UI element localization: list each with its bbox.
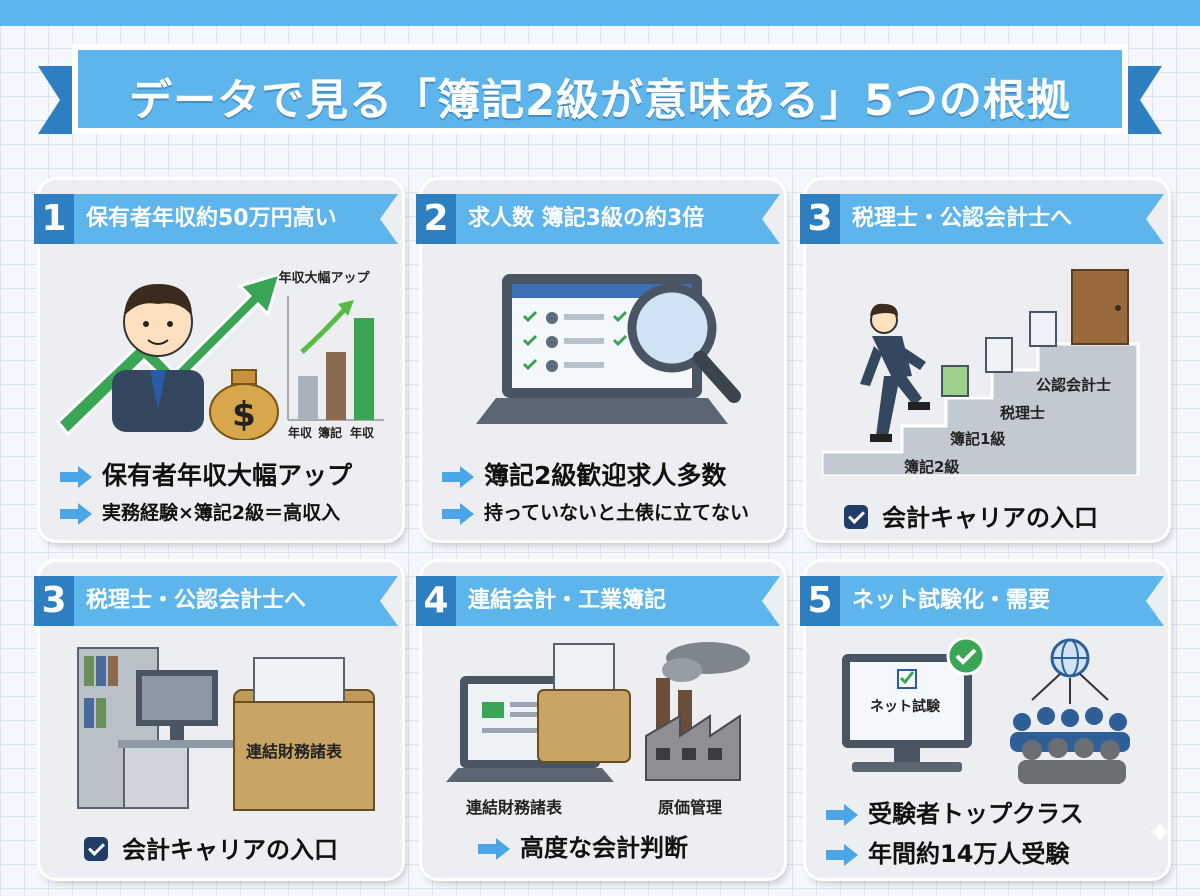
- checkbox-icon: [844, 505, 868, 529]
- caption-label: 原価管理: [658, 798, 723, 817]
- checkbox-icon: [84, 837, 108, 861]
- arrow-right-icon: [478, 838, 510, 860]
- card-online-exam: 5 ネット試験化・需要 ネット試験 受験者トップクラス 年間約14万人受験: [800, 562, 1168, 878]
- card-career-office: 3 税理士・公認会計士へ 連結財務諸表 会計キャリアの入口: [34, 562, 402, 878]
- bullet-item: 高度な会計判断: [478, 828, 688, 863]
- header-ribbon: [456, 576, 780, 626]
- bullet-item: 実務経験×簿記2級＝高収入: [60, 498, 340, 525]
- check-item: 会計キャリアの入口: [844, 498, 1098, 533]
- chart-bar: [298, 376, 318, 420]
- step-label: 簿記2級: [904, 458, 960, 476]
- arrow-right-icon: [442, 466, 474, 488]
- card-number: 5: [800, 576, 840, 626]
- laptop-search-illustration: [476, 274, 741, 424]
- certificate-icon: [941, 365, 969, 397]
- chart-bar: [326, 352, 346, 420]
- check-item: 会計キャリアの入口: [84, 830, 338, 865]
- folder-icon: [537, 689, 631, 763]
- card-income: 1 保有者年収約50万円高い $ 年収大幅アップ 年収 簿記 年収 保有者年収大…: [34, 180, 402, 540]
- bullet-item: 持っていないと土俵に立てない: [442, 498, 749, 525]
- step-label: 簿記1級: [950, 430, 1006, 448]
- caption-label: 連結財務諸表: [466, 798, 563, 817]
- card-number: 1: [34, 194, 74, 244]
- page-title: データで見る「簿記2級が意味ある」5つの根拠: [129, 76, 1071, 126]
- card-heading: 保有者年収約50万円高い: [86, 206, 337, 231]
- bullet-item: 簿記2級歓迎求人多数: [442, 456, 726, 492]
- stairs: [822, 342, 1140, 476]
- card-number: 3: [34, 576, 74, 626]
- chart-label: 年収: [288, 426, 313, 440]
- screen-label: ネット試験: [870, 699, 940, 715]
- header-ribbon: [456, 194, 780, 244]
- arrow-right-icon: [60, 502, 92, 525]
- accounting-illustration: [446, 642, 750, 782]
- card-number: 2: [416, 194, 456, 244]
- sparkle-icon: [1148, 820, 1172, 844]
- card-heading: 税理士・公認会計士へ: [86, 588, 307, 613]
- top-accent-bar: [0, 0, 1200, 26]
- folder-label: 連結財務諸表: [246, 742, 343, 761]
- check-circle-icon: [946, 638, 986, 676]
- card-heading: 税理士・公認会計士へ: [852, 206, 1073, 231]
- bullet-item: 年間約14万人受験: [826, 834, 1069, 869]
- arrow-right-icon: [826, 844, 858, 866]
- header-ribbon: [74, 576, 398, 626]
- document-icon: [1029, 311, 1057, 347]
- chart-bar: [354, 318, 374, 420]
- people-crowd-icon: [1010, 707, 1130, 752]
- income-illustration: $ 年収大幅アップ: [55, 270, 384, 440]
- online-exam-illustration: [842, 638, 1130, 784]
- header-ribbon: [840, 576, 1164, 626]
- card-career-steps: 3 税理士・公認会計士へ 簿記2級 簿記1級 税理士 公認会計士 会計キャリアの…: [800, 180, 1168, 540]
- step-label: 税理士: [1000, 404, 1046, 422]
- step-label: 公認会計士: [1036, 376, 1112, 394]
- bullet-item: 保有者年収大幅アップ: [60, 456, 352, 492]
- arrow-right-icon: [60, 466, 92, 488]
- office-illustration: [77, 647, 375, 811]
- magnifier-icon: [627, 283, 717, 373]
- card-number: 3: [800, 194, 840, 244]
- card-heading: 連結会計・工業簿記: [468, 588, 667, 613]
- staircase-illustration: [822, 269, 1140, 476]
- arrow-right-icon: [442, 502, 474, 525]
- card-number: 4: [416, 576, 456, 626]
- bullet-item: 受験者トップクラス: [826, 794, 1084, 829]
- header-ribbon: [840, 194, 1164, 244]
- header-ribbon: [74, 194, 398, 244]
- chart-label: 簿記: [318, 426, 343, 440]
- title-banner: データで見る「簿記2級が意味ある」5つの根拠: [38, 44, 1162, 156]
- arrow-right-icon: [826, 804, 858, 826]
- chart-title: 年収大幅アップ: [278, 270, 370, 286]
- document-icon: [985, 337, 1013, 373]
- card-heading: 求人数 簿記3級の約3倍: [468, 206, 705, 231]
- title-ribbon-shape: [38, 44, 1162, 134]
- card-heading: ネット試験化・需要: [852, 588, 1051, 613]
- card-advanced: 4 連結会計・工業簿記 連結財務諸表 原価管理 高度な会計判断: [416, 562, 784, 878]
- card-jobs: 2 求人数 簿記3級の約3倍 簿記2級歓迎求人多数 持っていないと土俵に立てない: [416, 180, 784, 540]
- chart-label: 年収: [350, 426, 375, 440]
- svg-text:$: $: [232, 395, 256, 435]
